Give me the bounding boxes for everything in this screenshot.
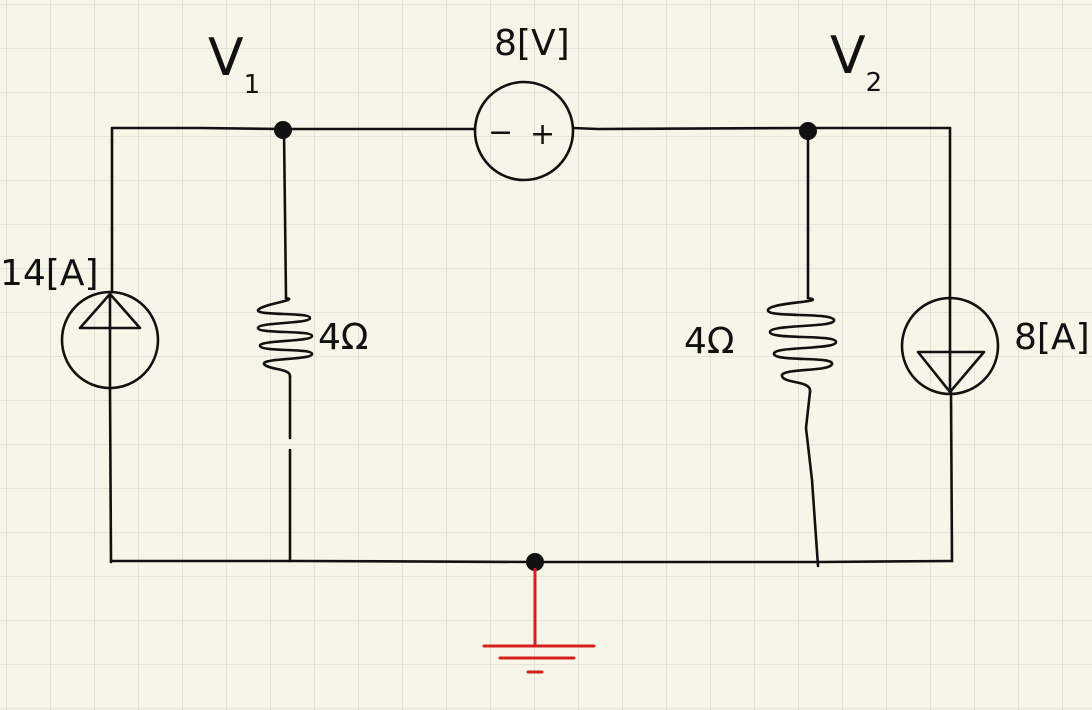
- voltage-source-plus: +: [530, 117, 555, 152]
- wire-top-right: [571, 126, 952, 131]
- node-v2-dot: [799, 122, 817, 140]
- resistor-right-coil: [766, 296, 838, 394]
- node-v2-label: V2: [830, 30, 882, 96]
- resistor-right-value: 4Ω: [684, 321, 735, 362]
- node-v1-subscript: 1: [243, 70, 261, 100]
- wire-left-lower: [108, 388, 113, 564]
- node-v1-label: V1: [208, 32, 260, 98]
- current-source-right-value: 8[A]: [1014, 317, 1090, 358]
- current-source-left-value: 14[A]: [0, 253, 99, 294]
- voltage-source-circle: [473, 80, 575, 182]
- voltage-source-minus: −: [488, 115, 513, 150]
- wire-r2-bottom: [804, 390, 820, 568]
- ground-symbol: [482, 564, 596, 674]
- node-v2-subscript: 2: [865, 68, 883, 98]
- resistor-left-value: 4Ω: [318, 317, 369, 358]
- resistor-left-coil: [256, 296, 314, 378]
- node-v1-dot: [274, 121, 292, 139]
- wire-r1-top: [282, 128, 288, 300]
- wire-top-left: [110, 126, 477, 131]
- voltage-source-value: 8[V]: [494, 23, 570, 64]
- current-source-right-circle: [900, 296, 1000, 396]
- node-v2-letter: V: [830, 26, 866, 86]
- node-v1-letter: V: [208, 28, 244, 88]
- wire-right-lower: [949, 390, 954, 563]
